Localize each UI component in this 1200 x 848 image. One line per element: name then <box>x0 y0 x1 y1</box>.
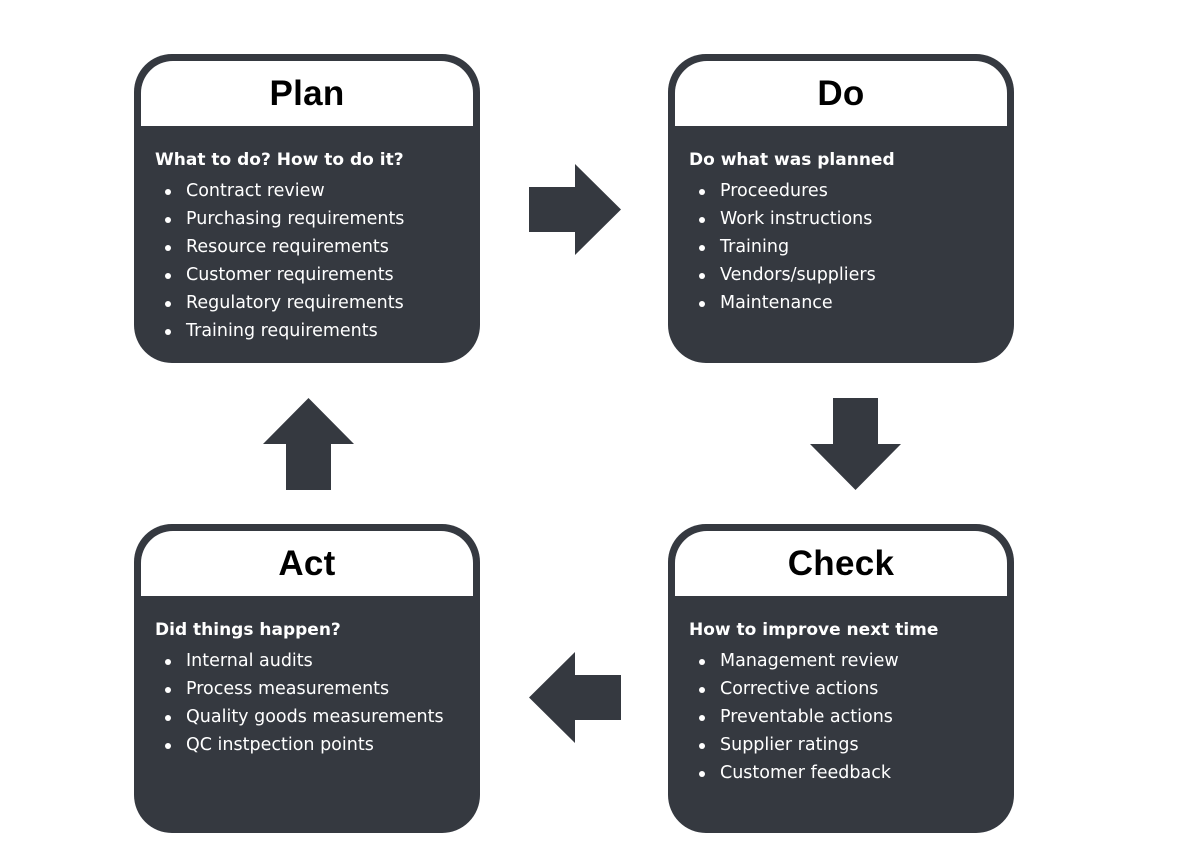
arrow-left-icon <box>529 652 621 743</box>
check-list-item: Corrective actions <box>699 675 1004 703</box>
arrow-down-icon <box>810 398 901 490</box>
plan-list-item: Resource requirements <box>165 233 470 261</box>
do-header: Do <box>675 61 1007 126</box>
act-header: Act <box>141 531 473 596</box>
do-list-item: Work instructions <box>699 205 1004 233</box>
do-list-item: Training <box>699 233 1004 261</box>
do-title: Do <box>817 73 865 113</box>
act-list-item: Internal audits <box>165 647 470 675</box>
plan-list-item: Training requirements <box>165 317 470 345</box>
check-list-item: Customer feedback <box>699 759 1004 787</box>
check-list-item: Preventable actions <box>699 703 1004 731</box>
check-subtitle: How to improve next time <box>689 620 939 640</box>
act-card: Act Did things happen? Internal audits P… <box>134 524 480 833</box>
check-title: Check <box>787 543 895 583</box>
do-body: Do what was planned Proceedures Work ins… <box>689 149 1004 317</box>
arrow-right-icon <box>529 164 621 255</box>
plan-list-item: Customer requirements <box>165 261 470 289</box>
plan-header: Plan <box>141 61 473 126</box>
do-list: Proceedures Work instructions Training V… <box>689 177 1004 317</box>
check-body: How to improve next time Management revi… <box>689 619 1004 787</box>
check-list-item: Management review <box>699 647 1004 675</box>
act-list-item: QC instpection points <box>165 731 470 759</box>
plan-subtitle: What to do? How to do it? <box>155 150 404 170</box>
act-list-item: Process measurements <box>165 675 470 703</box>
act-list: Internal audits Process measurements Qua… <box>155 647 470 759</box>
do-subtitle: Do what was planned <box>689 150 895 170</box>
act-title: Act <box>278 543 336 583</box>
check-header: Check <box>675 531 1007 596</box>
plan-list-item: Regulatory requirements <box>165 289 470 317</box>
arrow-up-icon <box>263 398 354 490</box>
do-list-item: Proceedures <box>699 177 1004 205</box>
act-list-item: Quality goods measurements <box>165 703 470 731</box>
do-list-item: Maintenance <box>699 289 1004 317</box>
do-card: Do Do what was planned Proceedures Work … <box>668 54 1014 363</box>
plan-card: Plan What to do? How to do it? Contract … <box>134 54 480 363</box>
plan-title: Plan <box>269 73 345 113</box>
check-card: Check How to improve next time Managemen… <box>668 524 1014 833</box>
act-body: Did things happen? Internal audits Proce… <box>155 619 470 759</box>
check-list-item: Supplier ratings <box>699 731 1004 759</box>
plan-list-item: Contract review <box>165 177 470 205</box>
plan-list: Contract review Purchasing requirements … <box>155 177 470 345</box>
act-subtitle: Did things happen? <box>155 620 341 640</box>
check-list: Management review Corrective actions Pre… <box>689 647 1004 787</box>
do-list-item: Vendors/suppliers <box>699 261 1004 289</box>
plan-list-item: Purchasing requirements <box>165 205 470 233</box>
plan-body: What to do? How to do it? Contract revie… <box>155 149 470 345</box>
